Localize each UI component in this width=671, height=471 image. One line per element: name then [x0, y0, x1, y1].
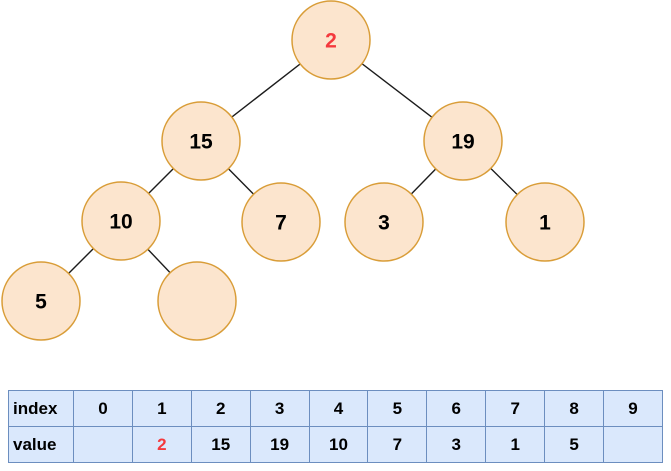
tree-node-circle: [423, 101, 503, 181]
table-cell-index-4: 4: [308, 390, 369, 427]
tree-node-circle: [161, 101, 241, 181]
tree-node-circle: [81, 181, 161, 261]
tree-node-label: 7: [275, 212, 287, 235]
tree-node-10: 10: [81, 181, 161, 261]
tree-node-7: 7: [241, 182, 321, 262]
tree-node-circle: [505, 182, 585, 262]
table-cell-index-1: 1: [131, 390, 192, 427]
table-cell-index-7: 7: [485, 390, 546, 427]
tree-node-circle: [291, 0, 371, 80]
table-cell-value-6: 3: [426, 426, 487, 463]
table-cell-value-0: [73, 426, 133, 463]
tree-node-label: 10: [109, 211, 132, 234]
table-cell-index-6: 6: [426, 390, 487, 427]
tree-node-circle: [344, 182, 424, 262]
tree-node-label: 2: [325, 30, 337, 53]
tree-node-5: 5: [1, 261, 81, 341]
tree-node-circle: [157, 261, 237, 341]
tree-node-15: 15: [161, 101, 241, 181]
table-cell-index-2: 2: [190, 390, 251, 427]
tree-node-label: 15: [189, 131, 213, 154]
row-label-index: index: [8, 390, 74, 427]
table-cell-value-9: [603, 426, 663, 463]
table-cell-index-9: 9: [603, 390, 663, 427]
tree-node-label: 19: [451, 131, 474, 154]
row-label-value: value: [8, 426, 74, 463]
table-cell-value-2: 15: [190, 426, 251, 463]
table-cell-index-0: 0: [73, 390, 133, 427]
tree-node-label: 3: [378, 212, 390, 235]
tree-node-1: 1: [505, 182, 585, 262]
tree-node-circle: [1, 261, 81, 341]
tree-node-label: 1: [539, 212, 551, 235]
tree-node-3: 3: [344, 182, 424, 262]
table-cell-value-4: 10: [308, 426, 369, 463]
table-cell-value-3: 19: [249, 426, 310, 463]
tree-node-label: 5: [35, 291, 47, 314]
table-cell-value-1: 2: [131, 426, 192, 463]
table-cell-index-5: 5: [367, 390, 428, 427]
tree-node-circle: [241, 182, 321, 262]
table-cell-value-8: 5: [544, 426, 605, 463]
tree-node-empty: [157, 261, 237, 341]
table-cell-index-8: 8: [544, 390, 605, 427]
table-cell-index-3: 3: [249, 390, 310, 427]
table-cell-value-7: 1: [485, 426, 546, 463]
table-cell-value-5: 7: [367, 426, 428, 463]
tree-node-19: 19: [423, 101, 503, 181]
tree-node-2: 2: [291, 0, 371, 80]
